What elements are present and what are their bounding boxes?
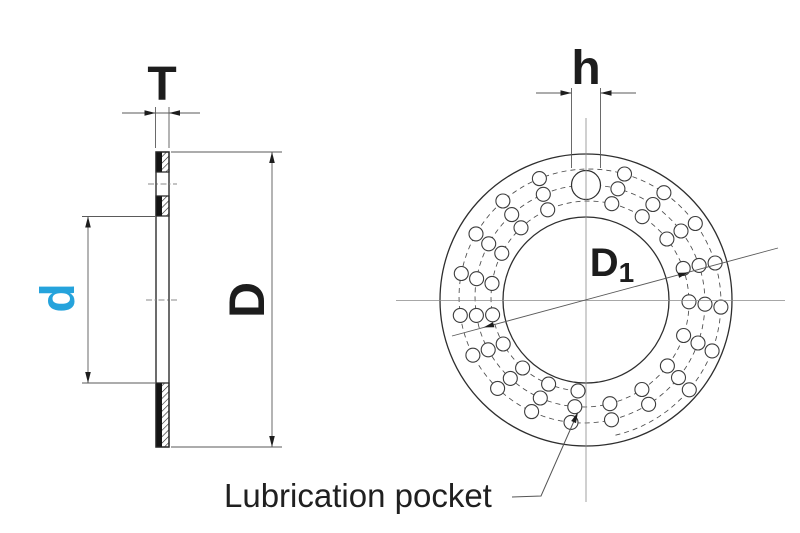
lubrication-pocket [691,257,707,273]
arrowhead [560,90,572,96]
lubrication-pocket [602,396,618,412]
lubrication-pocket [634,209,650,225]
arrowhead [144,110,156,116]
lubrication-pocket [515,360,531,376]
lubrication-pocket [531,171,547,187]
lubrication-pocket [645,196,661,213]
arrowhead [600,90,612,96]
lubrication-pocket [504,207,520,223]
pitch-diameter-letter: D [589,241,619,285]
lubrication-pocket [535,186,551,202]
lubrication-pocket [453,265,469,282]
arrowhead [269,436,275,447]
dimension-inner-diameter [82,216,155,384]
section-material-top [155,151,170,173]
lubrication-pocket [469,271,485,287]
lubrication-pocket [670,370,687,386]
lubrication-pocket [540,202,556,218]
lubrication-pocket [541,376,557,392]
lubrication-pocket [634,381,650,398]
lubrication-pocket [707,255,723,271]
arrowhead [571,412,578,424]
lubrication-pocket-annotation: Lubrication pocket [224,477,492,514]
lubrication-pocket [676,327,692,344]
lubrication-pocket [465,347,481,363]
lubrication-pocket [659,231,675,247]
pocket-diameter-label: h [571,42,601,95]
lubrication-pocket [603,412,620,428]
lubrication-pocket [713,299,729,315]
thickness-label: T [147,58,177,111]
pitch-diameter-label: D1 [590,243,634,287]
arrowhead [169,110,180,116]
dimension-thickness [122,107,200,148]
dimension-pitch-diameter [451,247,779,337]
section-material-mid [155,195,170,217]
lubrication-pocket [681,382,697,398]
lubrication-pocket [524,404,540,420]
lubrication-pocket [681,294,697,310]
lubrication-pocket [494,245,510,261]
arrowhead [677,272,689,278]
arrowhead [269,152,275,163]
lubrication-pocket [468,307,484,323]
lubrication-pocket [481,236,497,252]
lubrication-pocket [484,275,500,291]
lubrication-pocket [567,399,583,415]
lubrication-pocket [570,383,586,399]
lubrication-pocket [452,307,468,323]
lubrication-pocket [656,185,672,201]
lubrication-pocket [610,181,626,197]
lubrication-pocket [690,335,706,351]
lubrication-pocket [480,342,496,358]
arrowhead [85,372,91,383]
inner-diameter-label: d [32,283,85,313]
lubrication-pocket [485,307,501,323]
lubrication-pocket [502,370,518,386]
section-material-bottom [155,382,170,448]
lubrication-pocket [673,223,689,239]
lubrication-pocket [468,226,484,242]
pitch-diameter-subscript: 1 [618,257,635,288]
lubrication-pocket [604,196,620,212]
outer-diameter-label: D [219,281,275,319]
lubrication-pocket [687,215,703,232]
lubrication-pocket [513,220,529,236]
dimension-pocket-diameter [536,88,636,168]
lubrication-pocket [641,396,657,412]
lubrication-pocket [495,336,511,352]
left-view-section [146,151,179,448]
lubrication-pocket [616,166,633,182]
lubrication-pocket [659,358,675,374]
pocket-leader [511,412,578,498]
lubrication-pockets-layer [452,166,729,436]
lubrication-pocket [697,296,713,312]
arrowhead [483,322,495,328]
dimension-outer-diameter [171,151,282,448]
right-view-face [396,88,785,502]
lubrication-pocket [532,390,548,406]
lubrication-pocket [490,380,506,396]
arrowhead [85,216,91,228]
lubrication-pocket [495,193,511,209]
lubrication-pocket [704,343,720,359]
